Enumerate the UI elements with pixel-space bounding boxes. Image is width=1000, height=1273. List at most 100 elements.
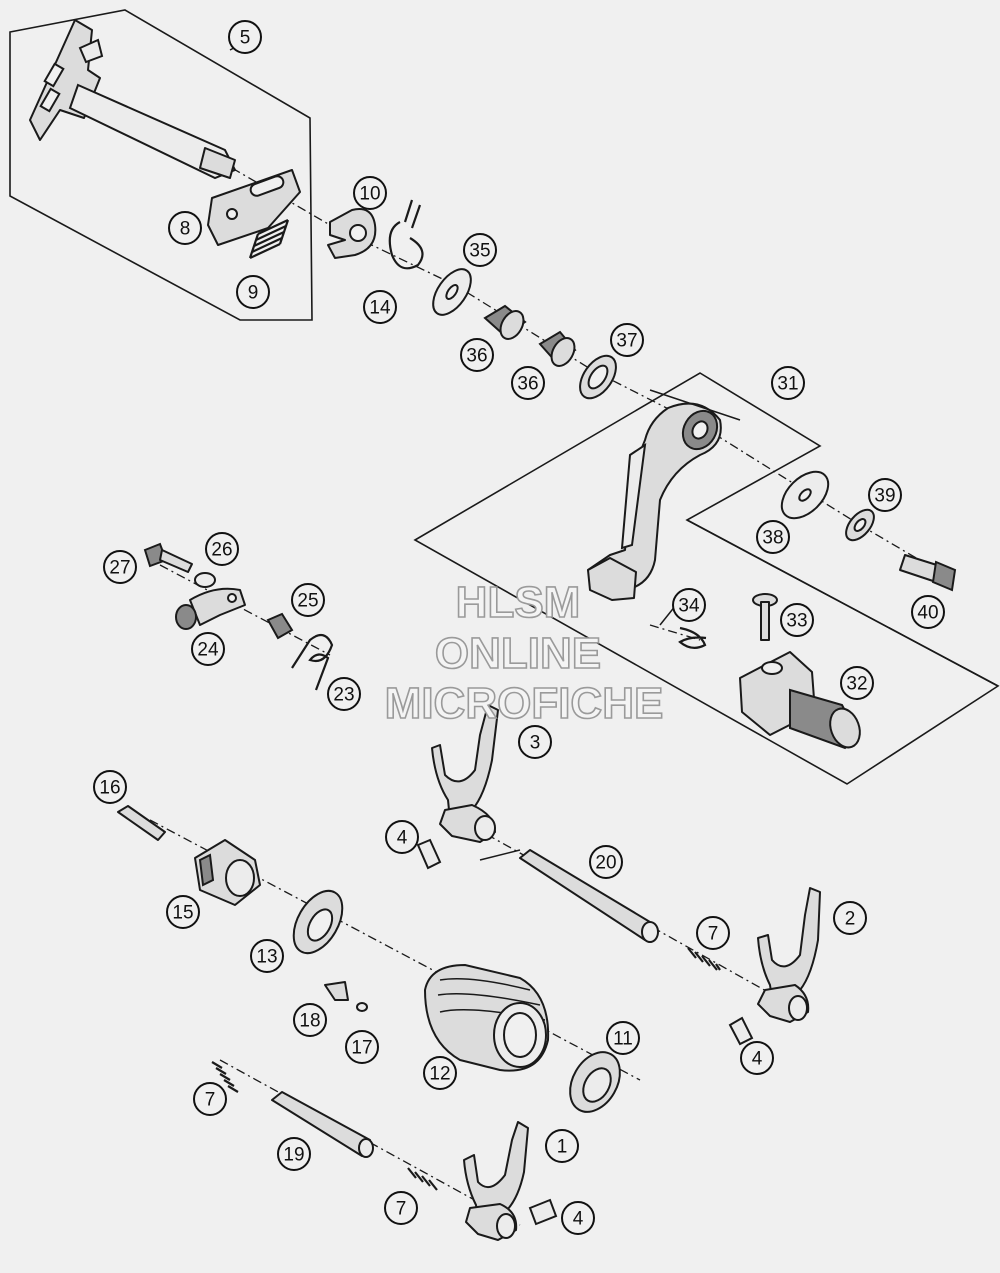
bolt-16-part [117,805,166,841]
callout-number: 12 [429,1064,450,1085]
callout-circle [589,845,623,879]
guide-pin-4a-part [416,838,442,870]
callout-number: 33 [786,611,807,632]
callout-circle [193,1082,227,1116]
callout-number: 36 [466,346,487,367]
callout-14: 14 [363,290,397,324]
callout-number: 35 [469,241,490,262]
callout-number: 16 [99,778,120,799]
callout-circle [463,233,497,267]
callout-number: 7 [396,1199,407,1220]
callout-4: 4 [561,1201,595,1235]
spring-9-part [248,219,290,259]
callout-17: 17 [345,1030,379,1064]
callout-circle [345,1030,379,1064]
spring-clip-14-part [388,199,424,270]
callout-number: 38 [762,528,783,549]
callout-11: 11 [606,1021,640,1055]
callout-16: 16 [93,770,127,804]
callout-18: 18 [293,1003,327,1037]
shift-lever-part [587,402,722,601]
callout-circle [293,1003,327,1037]
callout-circle [868,478,902,512]
callout-number: 3 [530,733,541,754]
bolt-40-part [899,554,957,592]
callout-circle [771,366,805,400]
shift-drum-12-part [424,964,550,1072]
callout-circle [228,20,262,54]
callout-circle [518,725,552,759]
shift-fork-3-part [431,704,499,843]
callout-9: 9 [236,275,270,309]
watermark-line-3: MICROFICHE [385,679,664,728]
callout-36: 36 [460,338,494,372]
callout-number: 4 [397,828,408,849]
callout-circle [545,1129,579,1163]
callout-37: 37 [610,323,644,357]
bearing-11-part [569,1051,621,1113]
callout-circle [327,677,361,711]
callout-number: 10 [359,184,380,205]
spring-34-part [678,626,707,649]
callout-number: 19 [283,1145,304,1166]
callout-36: 36 [511,366,545,400]
needle-bearing-36b-part [538,330,577,367]
callout-27: 27 [103,550,137,584]
lock-washer-39-part [845,508,875,542]
callout-circle [191,632,225,666]
callout-number: 25 [297,591,318,612]
needle-bearing-36a-part [483,304,527,340]
guide-pin-4c-part [528,1198,558,1226]
shift-drum-locator-15-part [194,839,261,906]
callout-number: 20 [595,853,616,874]
callout-number: 5 [240,28,251,49]
foot-peg-tip-32-part [739,651,861,750]
callout-number: 13 [256,947,277,968]
callout-number: 24 [197,640,219,661]
callout-circle [205,532,239,566]
callout-circle [672,588,706,622]
callout-number: 26 [211,540,232,561]
callout-7: 7 [193,1082,227,1116]
callout-circle [460,338,494,372]
callout-12: 12 [423,1056,457,1090]
washer-38-part [780,470,830,520]
callout-circle [423,1056,457,1090]
callout-circle [277,1137,311,1171]
callout-number: 34 [678,596,700,617]
watermark-line-2: ONLINE [435,629,601,678]
group-box-shift-lever-rear-edge [686,519,999,687]
callout-number: 8 [180,219,191,240]
axis-shift-pawl [159,564,331,656]
callout-32: 32 [840,666,874,700]
callout-2: 2 [833,901,867,935]
callout-circle [610,323,644,357]
callout-circle [250,939,284,973]
callout-number: 11 [613,1029,633,1050]
callout-4: 4 [385,820,419,854]
callout-circle [363,290,397,324]
callout-26: 26 [205,532,239,566]
callout-circle [833,901,867,935]
group-box-shift-shaft [9,9,313,321]
spring-7a-part [687,947,721,971]
callout-7: 7 [696,916,730,950]
bearing-ring-13-part [292,889,344,955]
callout-circle [740,1041,774,1075]
shift-fork-2-part [757,887,821,1023]
callout-circle [780,603,814,637]
spring-7c-part [407,1167,438,1191]
callout-number: 39 [874,486,895,507]
callout-number: 7 [205,1090,216,1111]
callout-circle [103,550,137,584]
callout-circle [353,176,387,210]
callout-24: 24 [191,632,225,666]
callout-35: 35 [463,233,497,267]
callout-4: 4 [740,1041,774,1075]
callout-circle [385,820,419,854]
callout-number: 17 [351,1038,372,1059]
callout-number: 27 [109,558,130,579]
screw-17-part [356,1002,368,1012]
callout-circle [561,1201,595,1235]
